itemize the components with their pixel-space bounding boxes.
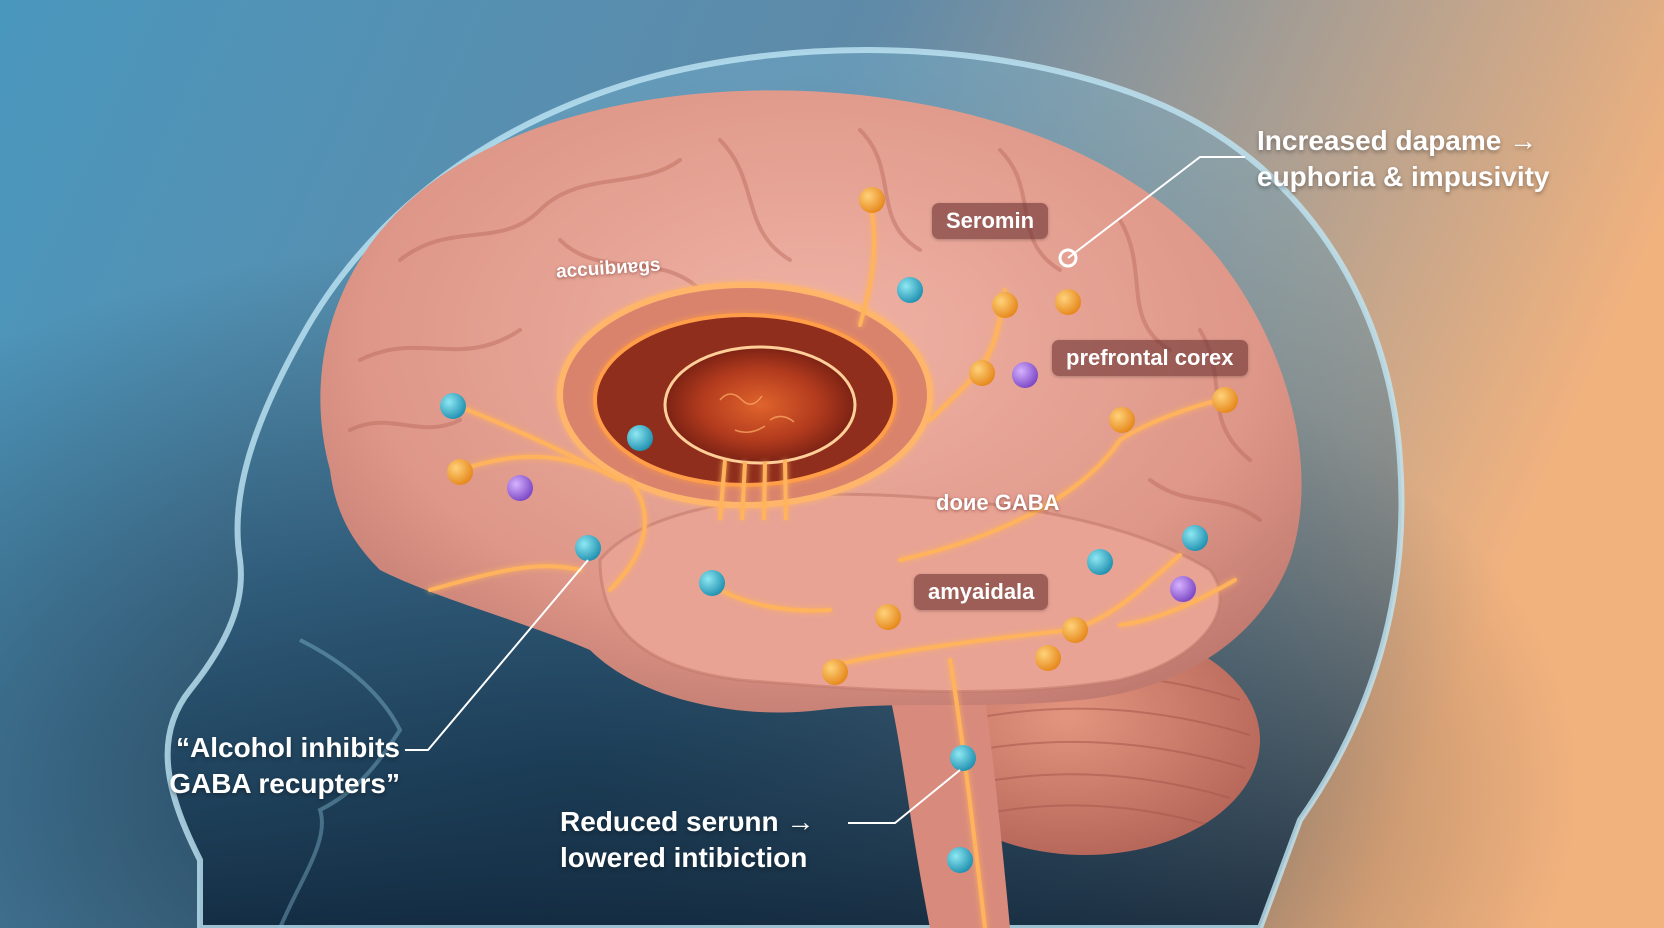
callout-gaba-line2: GABA recupters” — [169, 768, 400, 799]
label-prefrontal-cortex: prefrontal corex — [1052, 340, 1248, 376]
leader-lines — [405, 156, 1245, 824]
dopamine-dot-icon — [1035, 645, 1061, 671]
dopamine-leader-anchor — [1058, 248, 1078, 268]
callout-serotonin: Reduced serᴜnn → lowered intibiction — [560, 804, 814, 876]
gaba-dot-icon — [897, 277, 923, 303]
dopamine-dot-icon — [992, 292, 1018, 318]
label-serotonin: Seromin — [932, 203, 1049, 239]
callout-dopamine: Increased dapame → euphoria & impusivity — [1257, 123, 1550, 195]
dopamine-dot-icon — [447, 459, 473, 485]
callout-gaba-line1: “Alcohol inhibits — [176, 732, 400, 763]
core-stalk — [718, 459, 788, 521]
dopamine-dot-icon — [875, 604, 901, 630]
gaba-dot-icon — [1182, 525, 1208, 551]
thalamus-core — [663, 345, 857, 465]
label-gaba: doᴎe GABA — [936, 490, 1060, 515]
dopamine-dot-icon — [969, 360, 995, 386]
callout-gaba: “Alcohol inhibits GABA recupters” — [150, 730, 400, 802]
gaba-dot-icon — [575, 535, 601, 561]
gaba-leader-line — [405, 559, 589, 751]
callout-serotonin-line1: Reduced serᴜnn → — [560, 806, 815, 837]
dopamine-dot-icon — [1212, 387, 1238, 413]
gaba-dot-icon — [950, 745, 976, 771]
callout-dopamine-line1: Increased dapame → — [1257, 125, 1538, 156]
dopamine-leader-line — [1067, 156, 1245, 259]
dopamine-dot-icon — [859, 187, 885, 213]
core-texture — [719, 393, 795, 433]
serotonin-dot-icon — [507, 475, 533, 501]
label-amygdala: amyaidala — [914, 574, 1049, 610]
gaba-dot-icon — [627, 425, 653, 451]
gaba-dot-icon — [947, 847, 973, 873]
gaba-dot-icon — [1087, 549, 1113, 575]
serotonin-dot-icon — [1012, 362, 1038, 388]
callout-dopamine-line2: euphoria & impusivity — [1257, 161, 1550, 192]
serotonin-dot-icon — [1170, 576, 1196, 602]
dopamine-dot-icon — [1062, 617, 1088, 643]
dopamine-dot-icon — [1109, 407, 1135, 433]
serotonin-leader-line — [848, 769, 961, 824]
dopamine-dot-icon — [822, 659, 848, 685]
callout-serotonin-line2: lowered intibiction — [560, 842, 808, 873]
gaba-dot-icon — [440, 393, 466, 419]
gaba-dot-icon — [699, 570, 725, 596]
face-contour — [278, 638, 403, 928]
molecule-dots — [440, 187, 1238, 873]
dopamine-dot-icon — [1055, 289, 1081, 315]
